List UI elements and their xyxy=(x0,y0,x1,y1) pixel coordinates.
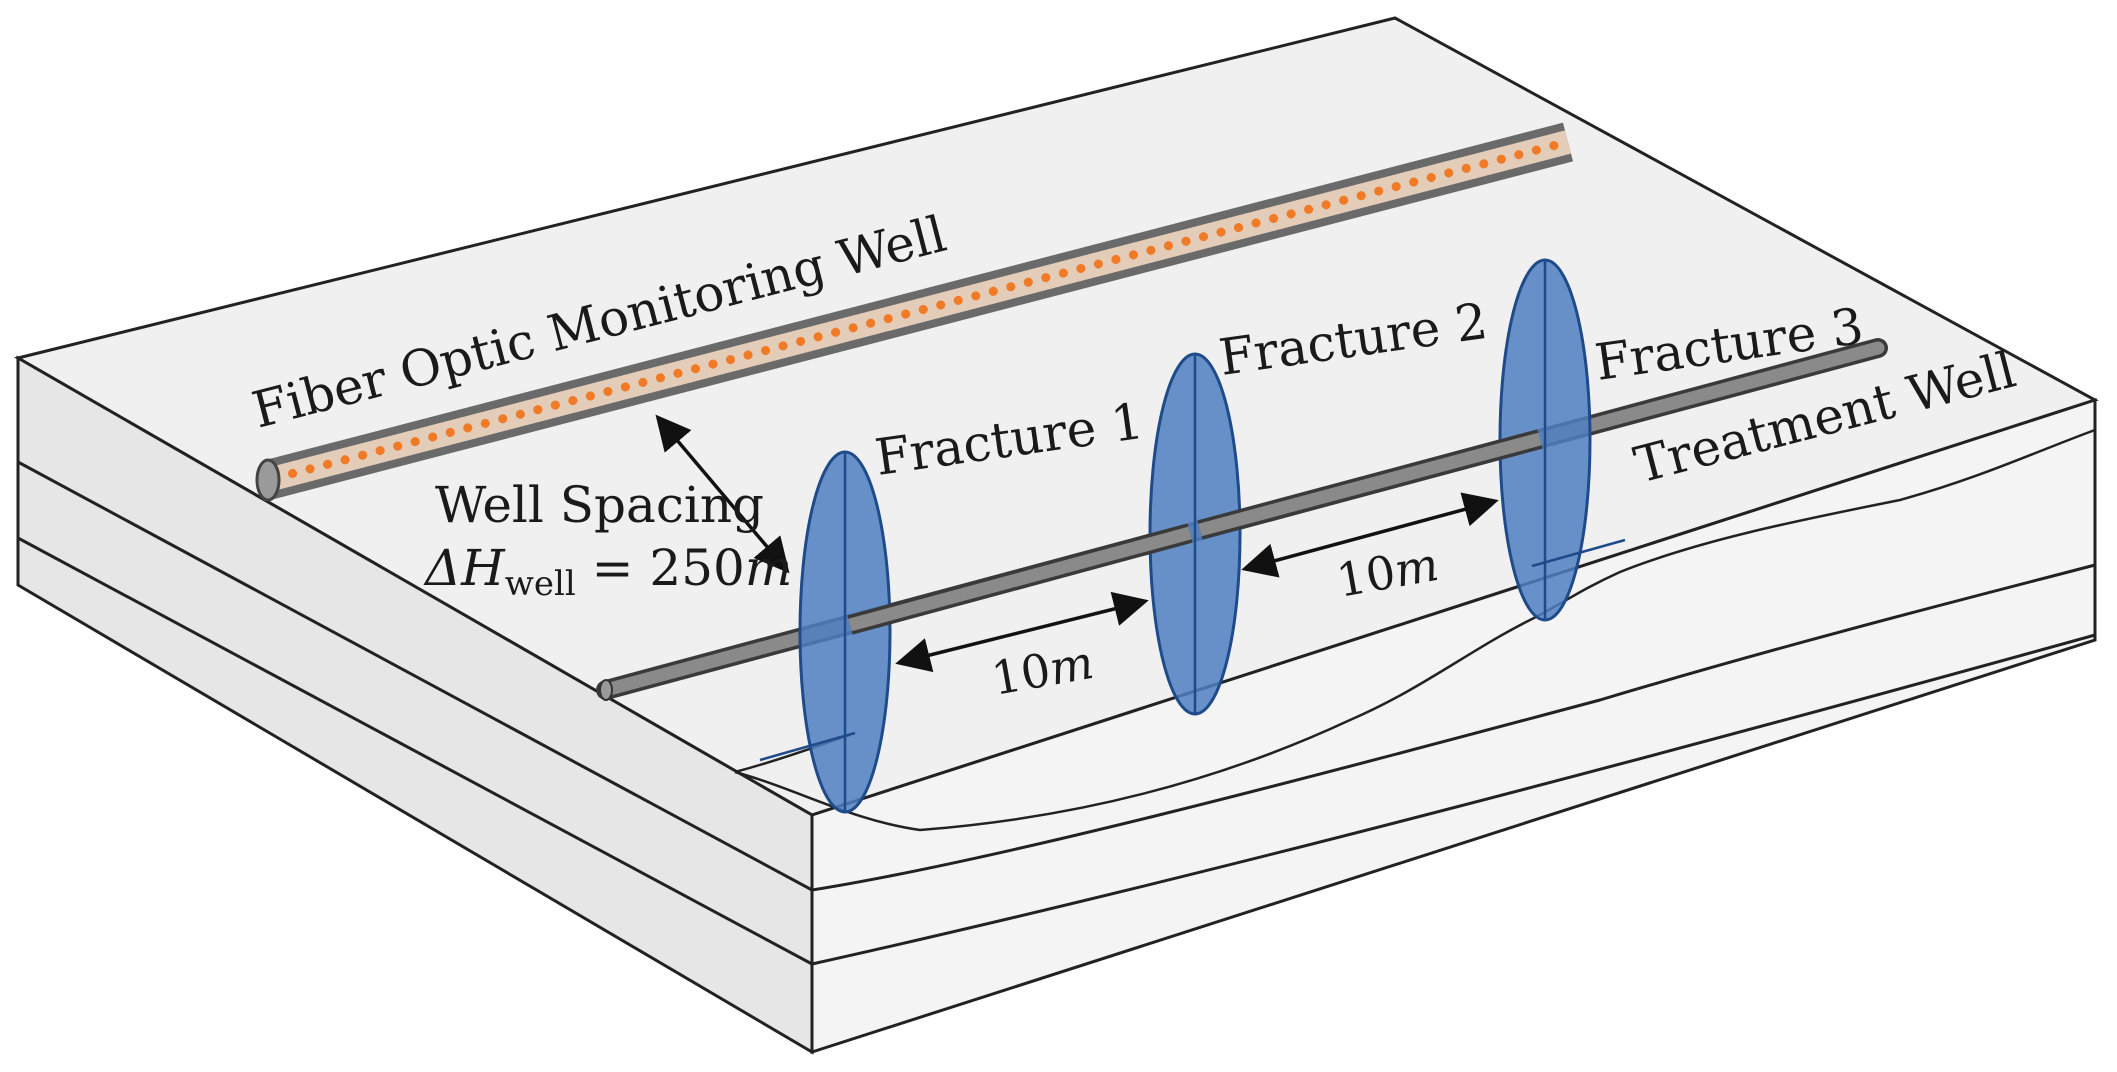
layer-line xyxy=(17,536,813,966)
delta-h-unit: m xyxy=(745,539,792,597)
layer-line xyxy=(17,460,813,892)
spacing-2-value: 10 xyxy=(1333,544,1400,607)
delta-h-symbol: ΔH xyxy=(423,539,506,597)
well-spacing-arrow xyxy=(655,414,790,574)
surface-line xyxy=(734,428,2096,832)
spacing-1-label: 10m xyxy=(988,635,1098,706)
monitoring-well-end-cap xyxy=(255,458,281,502)
spacing-2-unit: m xyxy=(1390,537,1442,598)
delta-h-subscript: well xyxy=(505,564,576,604)
fracture-1-trace xyxy=(759,731,856,762)
treatment-well-end-cap xyxy=(599,679,613,701)
spacing-1-value: 10 xyxy=(988,642,1055,705)
delta-h-label: ΔHwell = 250m xyxy=(423,539,792,604)
reservoir-block xyxy=(14,16,2099,1055)
spacing-2-arrow xyxy=(1241,492,1499,578)
fracture-1 xyxy=(759,450,892,814)
layer-line xyxy=(811,633,2096,966)
spacing-1-unit: m xyxy=(1045,635,1097,696)
layer-line xyxy=(811,563,2096,892)
spacing-1-arrow xyxy=(895,591,1149,673)
fiber-optic-dots xyxy=(270,139,1565,483)
fracture-3-trace xyxy=(1531,538,1626,568)
well-spacing-label: Well Spacing xyxy=(435,476,764,534)
delta-h-value: = 250 xyxy=(576,539,745,597)
monitoring-well xyxy=(255,122,1574,502)
spacing-2-label: 10m xyxy=(1333,537,1443,608)
